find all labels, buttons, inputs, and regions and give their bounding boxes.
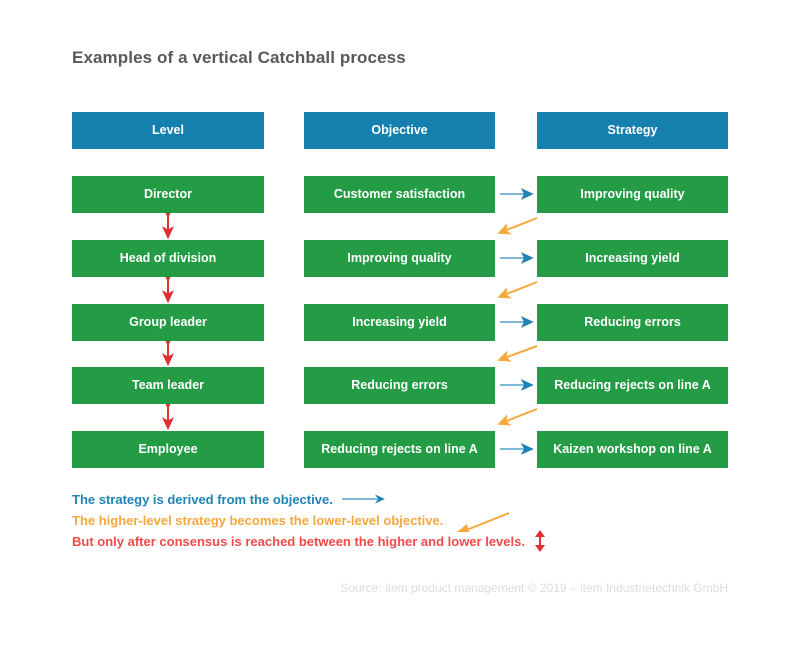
level-cell: Group leader	[72, 304, 264, 341]
legend-row-derivation: The strategy is derived from the objecti…	[72, 489, 672, 510]
legend-row-cascade: The higher-level strategy becomes the lo…	[72, 510, 672, 532]
column-header-strategy: Strategy	[537, 112, 728, 149]
objective-cell: Customer satisfaction	[304, 176, 495, 213]
level-cell: Team leader	[72, 367, 264, 404]
page-title: Examples of a vertical Catchball process	[72, 48, 406, 67]
strategy-cell: Increasing yield	[537, 240, 728, 277]
level-cell: Director	[72, 176, 264, 213]
legend-label-cascade: The higher-level strategy becomes the lo…	[72, 513, 444, 528]
objective-cell: Improving quality	[304, 240, 495, 277]
diagonal-arrow-orange-icon	[451, 507, 513, 536]
objective-cell: Reducing rejects on line A	[304, 431, 495, 468]
legend-row-consensus: But only after consensus is reached betw…	[72, 530, 672, 555]
right-arrow-blue-icon	[341, 493, 387, 508]
strategy-cell: Reducing errors	[537, 304, 728, 341]
legend-label-derivation: The strategy is derived from the objecti…	[72, 492, 333, 507]
legend-label-consensus: But only after consensus is reached betw…	[72, 534, 525, 549]
strategy-cell: Reducing rejects on line A	[537, 367, 728, 404]
strategy-cell: Kaizen workshop on line A	[537, 431, 728, 468]
legend: The strategy is derived from the objecti…	[72, 489, 672, 552]
level-cell: Employee	[72, 431, 264, 468]
objective-cell: Increasing yield	[304, 304, 495, 341]
level-cell: Head of division	[72, 240, 264, 277]
strategy-cell: Improving quality	[537, 176, 728, 213]
column-header-objective: Objective	[304, 112, 495, 149]
double-arrow-red-icon	[533, 530, 547, 555]
objective-cell: Reducing errors	[304, 367, 495, 404]
column-header-level: Level	[72, 112, 264, 149]
source-caption: Source: item product management © 2019 –…	[340, 581, 728, 595]
